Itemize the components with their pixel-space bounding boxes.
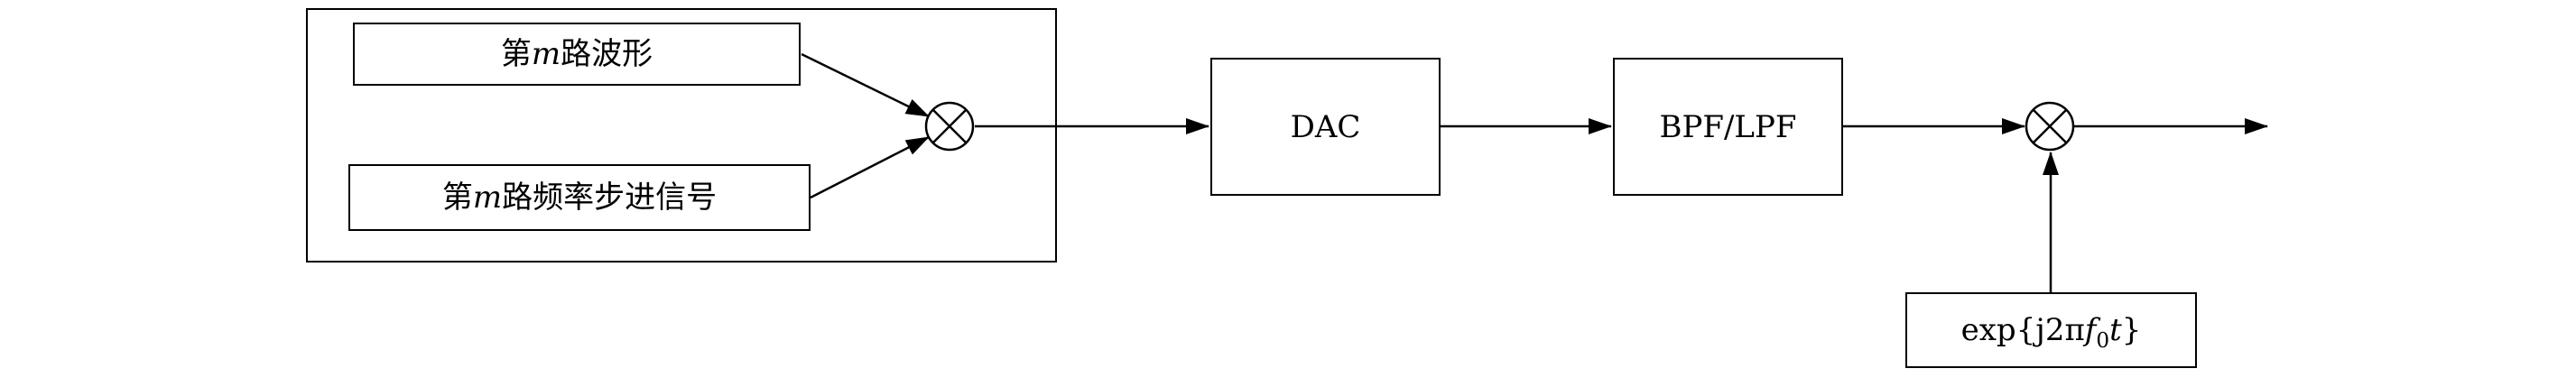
carrier-block: exp{j2πf0t} — [1905, 292, 2197, 368]
freq-step-label: 第m路频率步进信号 — [441, 180, 718, 216]
dac-label: DAC — [1290, 108, 1361, 145]
input-group-box — [306, 8, 1057, 263]
waveform-label: 第m路波形 — [500, 36, 653, 72]
arrow-waveform-to-mixer1 — [801, 52, 930, 118]
arrow-freqstep-to-mixer1 — [810, 135, 930, 199]
multiplier-icon — [924, 101, 975, 152]
dac-block: DAC — [1210, 58, 1441, 196]
filter-label: BPF/LPF — [1659, 108, 1797, 145]
carrier-label: exp{j2πf0t} — [1960, 312, 2142, 353]
waveform-block: 第m路波形 — [353, 23, 801, 86]
filter-block: BPF/LPF — [1613, 58, 1843, 196]
freq-step-block: 第m路频率步进信号 — [348, 164, 811, 231]
multiplier-icon — [2025, 101, 2075, 152]
